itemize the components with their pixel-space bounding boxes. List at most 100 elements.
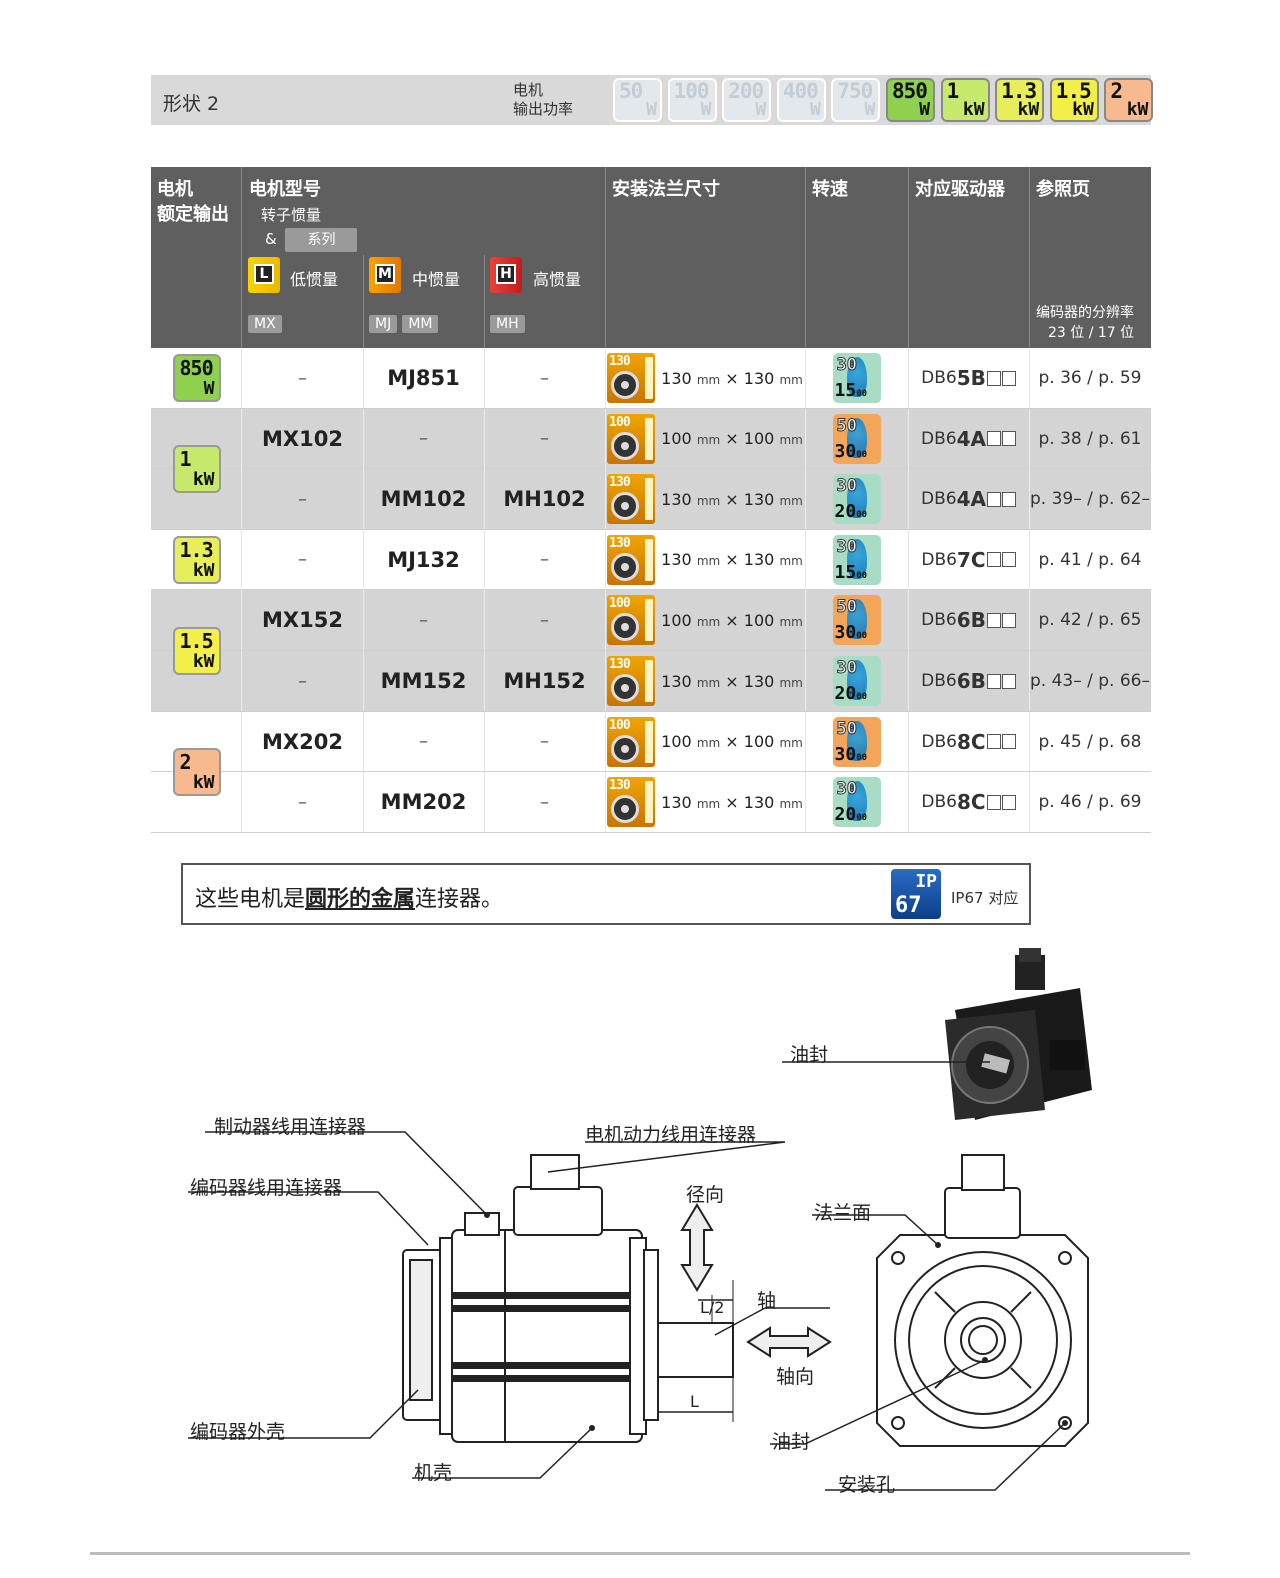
ref-page-cell: p. 36 / p. 59: [1038, 368, 1142, 388]
frame-label: 机壳: [414, 1462, 453, 1484]
model-cell: –: [540, 791, 549, 813]
motor-diagram: 油封 制动器线用连接器 电机动力线用连接器 编码器线用连接器 径向 法兰面 L/…: [0, 940, 1280, 1540]
col-speed-header: 转速: [812, 179, 848, 200]
col-model-sub: 转子惯量: [261, 206, 322, 224]
oil-seal-bottom-label: 油封: [772, 1431, 811, 1453]
flange-square-icon: 130: [607, 777, 656, 828]
model-cell: –: [419, 609, 428, 631]
encoder-housing-label: 编码器外壳: [190, 1421, 286, 1443]
ref-page-cell: p. 46 / p. 69: [1038, 792, 1142, 813]
model-cell: –: [540, 549, 549, 571]
mid-inertia-label: 中惯量: [412, 270, 461, 289]
motor-front-view: [876, 1154, 1089, 1447]
model-cell: –: [298, 791, 307, 813]
model-cell: MX152: [262, 608, 343, 633]
model-cell: –: [298, 488, 307, 510]
col-driver-header: 对应驱动器: [915, 179, 1005, 200]
model-cell: MM152: [380, 669, 467, 693]
model-cell: –: [540, 367, 549, 389]
model-cell: MJ132: [387, 547, 460, 572]
model-cell: –: [540, 609, 549, 631]
encoder-connector-label: 编码器线用连接器: [190, 1177, 343, 1199]
motor-table: 电机 额定输出 电机型号 转子惯量 & 系列 L 低惯量 MX M 中惯量 MJ…: [151, 167, 1151, 833]
ip67-label: IP67 对应: [951, 889, 1019, 907]
flange-square-icon: 130: [607, 353, 656, 403]
half-l-label: L/2: [700, 1298, 725, 1317]
oil-seal-top-label: 油封: [790, 1044, 829, 1066]
high-inertia-icon: H: [490, 257, 522, 293]
low-inertia-icon: L: [248, 257, 280, 293]
ref-page-cell: p. 42 / p. 65: [1038, 610, 1142, 631]
motor-photo: [945, 948, 1092, 1120]
ref-page-cell: p. 38 / p. 61: [1038, 428, 1142, 449]
ref-page-cell: p. 41 / p. 64: [1038, 549, 1142, 570]
connector-banner: 这些电机是圆形的金属连接器。 IP 67 IP67 对应: [181, 863, 1031, 925]
ref-page-cell: p. 39– / p. 62–: [1030, 489, 1150, 510]
motor-side-view: [402, 1154, 734, 1443]
radial-label: 径向: [686, 1184, 725, 1206]
banner-text: 这些电机是圆形的金属连接器。: [195, 887, 504, 912]
flange-square-icon: 130: [607, 534, 656, 585]
col-output-header: 电机 额定输出: [157, 179, 229, 225]
series-chip-mh: MH: [490, 315, 525, 333]
flange-square-icon: 130: [607, 656, 656, 706]
model-cell: MM202: [380, 790, 467, 815]
model-cell: –: [298, 549, 307, 571]
model-cell: –: [298, 367, 307, 389]
power-label: 电机 输出功率: [513, 81, 574, 118]
model-cell: MX202: [262, 729, 343, 754]
flange-square-icon: 100: [607, 716, 656, 767]
table-header: 电机 额定输出 电机型号 转子惯量 & 系列 L 低惯量 MX M 中惯量 MJ…: [151, 167, 1151, 348]
motor-drawing: [188, 948, 1092, 1491]
high-inertia-label: 高惯量: [533, 270, 582, 289]
model-cell: MH152: [503, 669, 586, 693]
bottom-rule: [90, 1552, 1190, 1555]
col-flange-header: 安装法兰尺寸: [612, 179, 720, 200]
mount-hole-label: 安装孔: [838, 1474, 896, 1496]
model-cell: –: [419, 731, 428, 753]
brake-connector-label: 制动器线用连接器: [214, 1116, 367, 1138]
flange-square-icon: 130: [607, 474, 656, 525]
model-cell: –: [298, 670, 307, 692]
model-cell: –: [540, 731, 549, 753]
mid-inertia-icon: M: [369, 257, 401, 293]
